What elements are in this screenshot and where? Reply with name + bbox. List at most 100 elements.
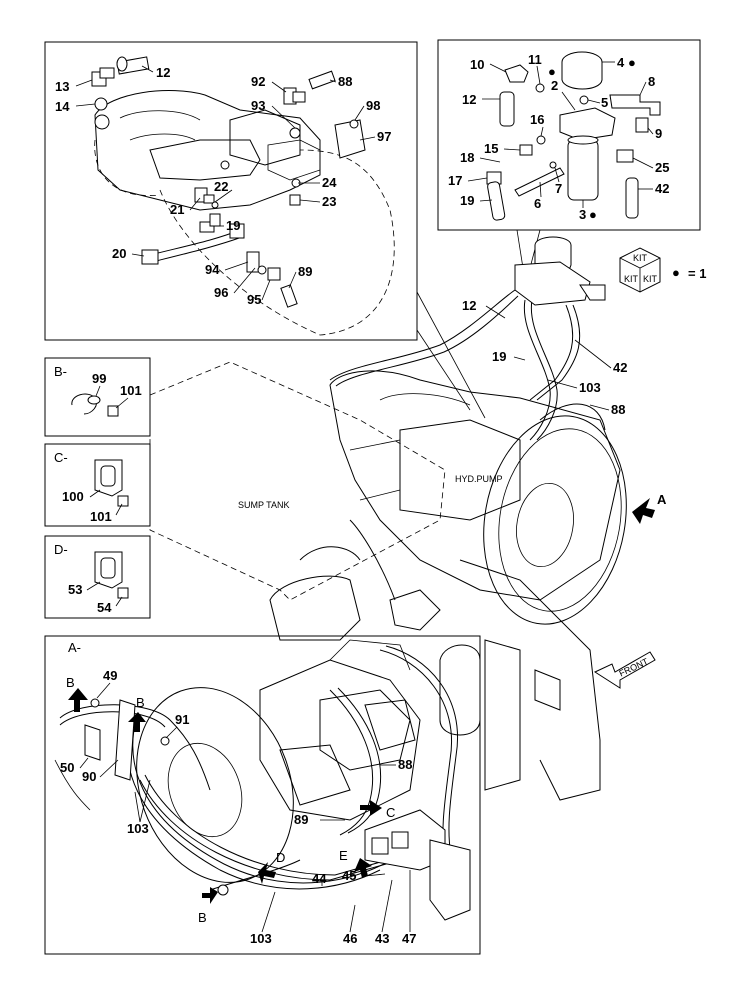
part-fitting-13 — [91, 67, 115, 87]
callout-20: 20 — [112, 246, 126, 261]
callout-88: 88 — [398, 757, 412, 772]
arrow-b-label: B — [198, 910, 207, 925]
inset-main-callouts: 13 12 14 92 88 93 98 97 22 24 21 23 19 2… — [55, 65, 391, 307]
callout-88: 88 — [338, 74, 352, 89]
callout-11: 11 — [528, 52, 542, 67]
callout-54: 54 — [97, 600, 112, 615]
inset-frame-b — [44, 357, 151, 437]
callout-18: 18 — [460, 150, 474, 165]
callout-2: 2 — [551, 78, 558, 93]
main-leaders — [485, 305, 612, 411]
kit-quantity-legend: = 1 — [688, 266, 706, 281]
bracket-53-drawing — [94, 551, 129, 599]
main-machine-drawing — [149, 236, 627, 801]
callout-43: 43 — [375, 931, 389, 946]
kit-dot-3: ● — [589, 207, 597, 222]
arrow-c-label: C — [386, 805, 395, 820]
inset-leader — [416, 329, 471, 411]
callout-89: 89 — [294, 812, 308, 827]
callout-25: 25 — [655, 160, 669, 175]
kit-label: KIT — [633, 253, 648, 263]
callout-89: 89 — [298, 264, 312, 279]
inset-a-leaders — [79, 682, 411, 933]
callout-97: 97 — [377, 129, 391, 144]
inset-frame-d — [44, 535, 151, 619]
leader — [89, 489, 101, 498]
callout-24: 24 — [322, 175, 337, 190]
kit-label: KIT — [624, 274, 639, 284]
callout-49: 49 — [103, 668, 117, 683]
callout-21: 21 — [170, 202, 184, 217]
inset-main-leaders — [75, 65, 376, 301]
part-hose-end-89 — [280, 284, 298, 308]
callout-6: 6 — [534, 196, 541, 211]
callout-100: 100 — [62, 489, 84, 504]
callout-98: 98 — [366, 98, 380, 113]
pump-valve-drawing — [94, 90, 395, 336]
callout-5: 5 — [601, 95, 608, 110]
hyd-pump-label: HYD.PUMP — [455, 474, 503, 484]
leader — [115, 596, 123, 607]
callout-22: 22 — [214, 179, 228, 194]
callout-19: 19 — [492, 349, 506, 364]
callout-101: 101 — [120, 383, 142, 398]
arrow-e-label: E — [339, 848, 348, 863]
callout-16: 16 — [530, 112, 544, 127]
clamp-99-drawing — [71, 393, 119, 417]
kit-dot-4: ● — [628, 55, 636, 70]
callout-12: 12 — [462, 298, 476, 313]
callout-42: 42 — [613, 360, 627, 375]
callout-17: 17 — [448, 173, 462, 188]
part-bracket-97 — [334, 119, 366, 159]
kit-label: KIT — [643, 274, 658, 284]
part-fitting-12 — [116, 56, 150, 75]
callout-103: 103 — [127, 821, 149, 836]
part-hose-20 — [141, 223, 245, 265]
kit-dot-11: ● — [548, 64, 556, 79]
part-fitting-95 — [257, 265, 281, 281]
callout-23: 23 — [322, 194, 336, 209]
callout-50: 50 — [60, 760, 74, 775]
callout-47: 47 — [402, 931, 416, 946]
callout-13: 13 — [55, 79, 69, 94]
inset-leader — [416, 291, 486, 419]
part-oring-22 — [211, 201, 219, 209]
inset-leader — [516, 229, 524, 269]
kit-dot-symbol: ● — [672, 265, 680, 280]
callout-94: 94 — [205, 262, 220, 277]
inset-frame-main — [44, 41, 418, 341]
inset-filter-leaders — [467, 61, 654, 208]
callout-9: 9 — [655, 126, 662, 141]
part-hose-end-88 — [308, 70, 336, 90]
callout-19: 19 — [226, 218, 240, 233]
part-fitting-21 — [194, 187, 215, 204]
filter-drawing — [486, 51, 661, 221]
callout-45: 45 — [342, 868, 356, 883]
front-arrow — [593, 651, 656, 689]
callout-88: 88 — [611, 402, 625, 417]
arrow-b-label: B — [66, 675, 75, 690]
box-c-header: C- — [54, 450, 68, 465]
callout-7: 7 — [555, 181, 562, 196]
sump-tank-label: SUMP TANK — [238, 500, 290, 510]
callout-103: 103 — [250, 931, 272, 946]
box-d-header: D- — [54, 542, 68, 557]
inset-frame-a — [44, 635, 481, 955]
kit-icon — [619, 247, 661, 293]
inset-a-callouts: 49 B B 91 88 50 90 103 89 C E 45 D 44 10… — [60, 668, 416, 946]
callout-3: 3 — [579, 207, 586, 222]
callout-91: 91 — [175, 712, 189, 727]
view-a-label: A — [657, 492, 667, 507]
part-oring-14 — [94, 97, 108, 111]
leader — [115, 503, 123, 516]
callout-4: 4 — [617, 55, 625, 70]
main-callouts: 12 19 42 103 88 A — [462, 298, 667, 507]
arrow-d-label: D — [276, 850, 285, 865]
part-elbow-19 — [199, 213, 221, 233]
callout-103: 103 — [579, 380, 601, 395]
callout-95: 95 — [247, 292, 261, 307]
inset-filter-callouts: 10 11 4 8 2 5 12 16 9 15 25 18 17 7 42 1… — [448, 52, 669, 222]
callout-19: 19 — [460, 193, 474, 208]
callout-92: 92 — [251, 74, 265, 89]
